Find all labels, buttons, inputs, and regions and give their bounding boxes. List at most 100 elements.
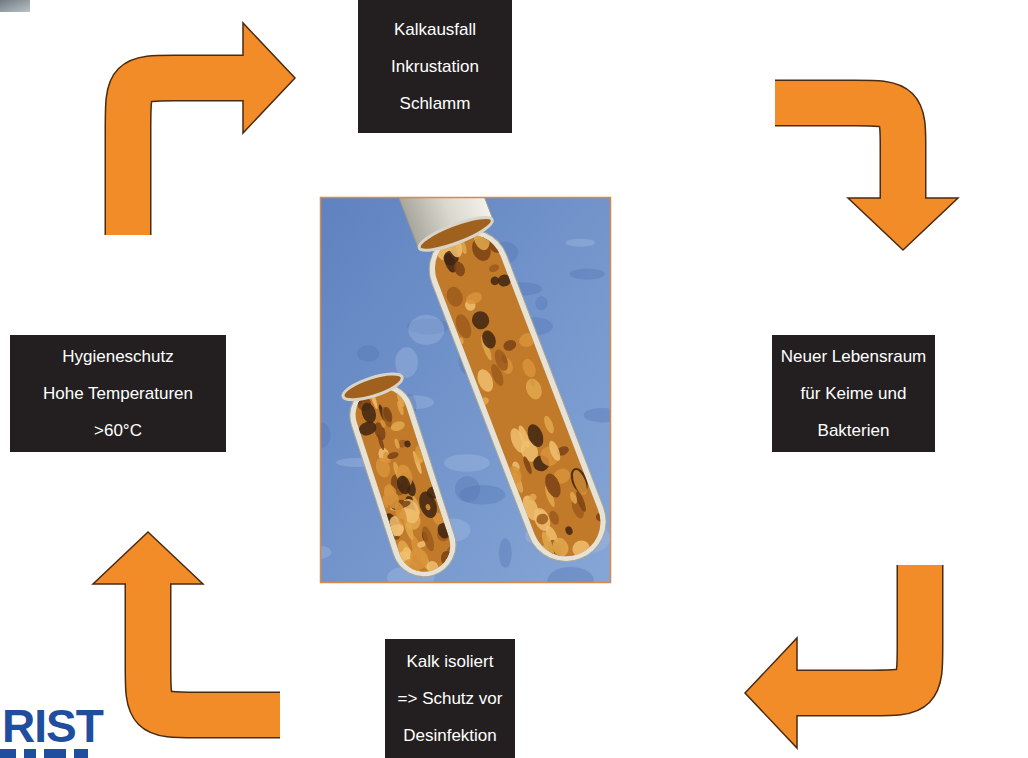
scale-flake <box>453 312 475 340</box>
scale-flake <box>444 284 466 309</box>
scale-flake <box>508 426 528 454</box>
arrow-body <box>775 103 903 202</box>
scale-flake <box>452 260 467 278</box>
scale-flake <box>399 557 423 579</box>
scale-flake <box>542 415 556 435</box>
scale-flake <box>517 331 537 350</box>
photo-texture-spot <box>584 408 611 422</box>
scale-flake <box>469 309 491 332</box>
scale-flake <box>386 451 399 461</box>
arrow-head <box>243 23 295 133</box>
scale-flake <box>404 440 412 448</box>
arrow-outline <box>148 580 280 715</box>
scale-flake <box>478 396 490 407</box>
scale-flake <box>525 422 547 449</box>
scale-flake <box>475 367 497 394</box>
box-text: => Schutz vor Desinfektion <box>391 680 509 754</box>
scale-flake <box>464 290 483 306</box>
scale-flake <box>523 376 545 401</box>
box-text: Neuer Lebensraum für Keime und Bakterien <box>779 338 929 449</box>
limescale <box>349 382 457 579</box>
arrow-outline <box>793 565 920 693</box>
scale-flake <box>425 504 431 511</box>
arrow-body <box>148 580 280 715</box>
box-text: Inkrustation <box>391 48 479 85</box>
scale-flake <box>414 444 428 461</box>
scale-flake <box>395 474 413 496</box>
photo-texture-spot <box>320 546 331 559</box>
scale-flake <box>506 464 524 485</box>
photo-texture-spot <box>408 315 444 345</box>
photo-texture-spot <box>357 345 379 362</box>
process-box: Neuer Lebensraum für Keime und Bakterien <box>772 335 935 452</box>
scale-flake <box>520 357 538 379</box>
box-text: Kalkausfall <box>394 11 476 48</box>
process-box: Kalk isoliert=> Schutz vor Desinfektion <box>385 639 515 758</box>
arrow-outline <box>128 78 247 235</box>
limescale-crust <box>425 224 610 566</box>
box-text: Hygieneschutz <box>62 338 174 375</box>
process-box: KalkausfallInkrustationSchlamm <box>358 0 512 133</box>
scale-flake <box>492 348 511 373</box>
pipe-photo <box>320 197 611 583</box>
pipe-section <box>339 368 465 583</box>
limescale <box>425 224 610 566</box>
photo-texture-spot <box>499 538 512 568</box>
photo-texture-spot <box>320 422 331 448</box>
scale-flake <box>547 439 563 462</box>
scale-flake <box>416 489 440 520</box>
arrow-outline <box>775 103 903 202</box>
photo-fragment <box>0 0 30 12</box>
scale-flake <box>457 337 465 345</box>
arrow-body <box>793 565 920 693</box>
cycle-arrow <box>93 532 280 715</box>
scale-flake <box>380 406 394 429</box>
scale-flake <box>570 538 592 560</box>
scale-flake <box>531 506 553 534</box>
arrow-head <box>745 638 797 748</box>
photo-texture-spot <box>455 476 480 502</box>
scale-flake <box>359 401 378 425</box>
scale-flake <box>564 525 574 536</box>
scale-flake <box>394 438 401 449</box>
pipe-opening <box>416 211 495 256</box>
scale-flake <box>488 263 501 274</box>
box-text: Hohe Temperaturen >60°C <box>28 375 208 449</box>
scale-flake <box>377 434 386 451</box>
scale-flake <box>380 419 387 428</box>
photo-border <box>321 198 611 583</box>
photo-texture-spot <box>565 239 595 247</box>
scale-flake <box>502 338 518 352</box>
photo-background <box>320 197 611 583</box>
photo-texture-spot <box>395 347 418 377</box>
scale-flake <box>522 455 534 475</box>
photo-texture-spot <box>535 296 547 310</box>
cycle-arrow <box>775 103 958 250</box>
scale-flake <box>480 328 499 350</box>
box-text: Schlamm <box>400 85 471 122</box>
scale-flake <box>569 491 579 505</box>
scale-flake <box>595 511 607 523</box>
scale-flake <box>439 549 457 569</box>
scale-flake <box>420 525 437 553</box>
process-box: HygieneschutzHohe Temperaturen >60°C <box>10 335 226 452</box>
arrow-head <box>848 198 958 250</box>
limescale-crust <box>349 382 457 579</box>
scale-flake <box>535 512 550 526</box>
scale-flake <box>528 493 537 502</box>
pipe-opening <box>340 369 405 405</box>
pipe-wall <box>342 375 465 583</box>
cycle-arrow <box>745 565 920 748</box>
photo-texture-spot <box>444 454 490 472</box>
scale-flake <box>547 509 560 526</box>
scale-flake <box>436 521 452 540</box>
scale-flake <box>373 456 392 479</box>
scale-flake <box>396 400 405 416</box>
scale-flake <box>542 471 564 499</box>
arrow-body <box>128 78 247 235</box>
box-text: Kalk isoliert <box>407 643 494 680</box>
pipe-sections <box>339 197 611 583</box>
arrow-head <box>93 532 203 584</box>
logo-text: RIST <box>2 701 103 751</box>
